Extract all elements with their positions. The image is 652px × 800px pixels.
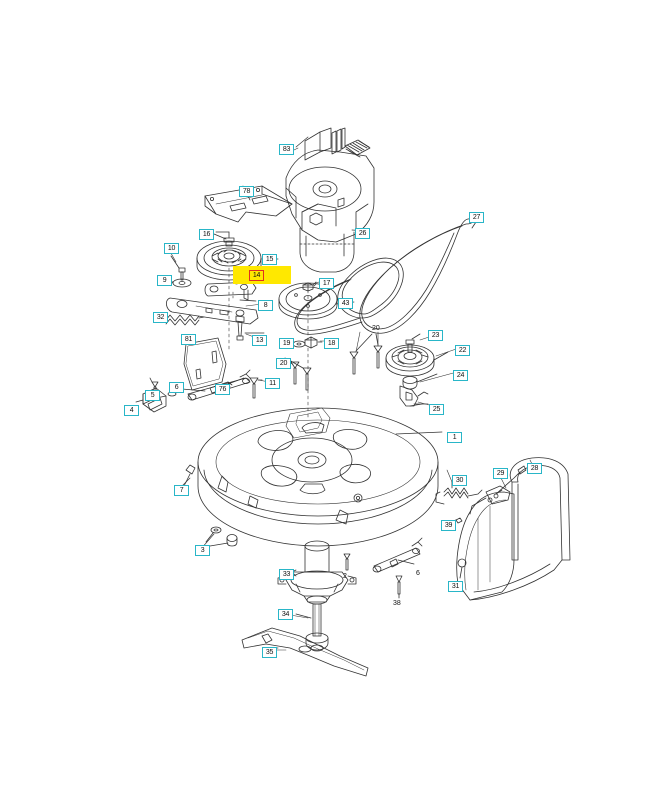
discharge-chute-group — [435, 457, 571, 601]
callout-17-nut[interactable]: 17 — [319, 278, 334, 289]
callout-29-hinge-rod[interactable]: 29 — [493, 468, 508, 479]
callout-30-torsion-spring[interactable]: 30 — [452, 475, 467, 486]
lower-rod-group — [372, 537, 423, 599]
callout-8-spacer[interactable]: 8 — [258, 300, 273, 311]
callout-33-spindle-housing[interactable]: 33 — [279, 569, 294, 580]
callout-13-shoulder-bolt[interactable]: 13 — [252, 335, 267, 346]
callout-4-bracket[interactable]: 4 — [124, 405, 139, 416]
callout-3-washer[interactable]: 3 — [195, 545, 210, 556]
callout-10-bolt[interactable]: 10 — [164, 243, 179, 254]
callout-25-bracket[interactable]: 25 — [429, 404, 444, 415]
plain-label-38: 38 — [393, 600, 401, 607]
callout-22-mandrel-pulley[interactable]: 22 — [455, 345, 470, 356]
callout-43-deck-pulley[interactable]: 43 — [338, 298, 353, 309]
callout-9-washer[interactable]: 9 — [157, 275, 172, 286]
callout-14-idler-arm-stop[interactable]: 14 — [249, 270, 264, 281]
fasteners-group — [249, 333, 383, 421]
callout-15-idler-pulley[interactable]: 15 — [262, 254, 277, 265]
lift-linkage-group — [135, 369, 251, 413]
callout-83-control-panel-assembly[interactable]: 83 — [279, 144, 294, 155]
deck-hardware-group — [183, 464, 238, 547]
shield-plate-group — [183, 337, 227, 391]
callout-5-bolt[interactable]: 5 — [145, 390, 160, 401]
callout-78-baffle-plate[interactable]: 78 — [239, 186, 254, 197]
callout-11-bolt[interactable]: 11 — [265, 378, 280, 389]
spindle-group — [241, 540, 369, 677]
callout-34-spindle-shaft[interactable]: 34 — [278, 609, 293, 620]
mandrel-pulley-group — [385, 333, 449, 407]
mower-deck-group — [197, 407, 443, 547]
callout-20-carriage-bolt[interactable]: 20 — [276, 358, 291, 369]
callout-1-mower-deck[interactable]: 1 — [447, 432, 462, 443]
callout-28-discharge-chute-frame[interactable]: 28 — [527, 463, 542, 474]
callout-26-housing-cover[interactable]: 26 — [355, 228, 370, 239]
callout-19-lock-washer[interactable]: 19 — [279, 338, 294, 349]
plain-label-6: 6 — [416, 570, 420, 577]
callout-16-pulley-cap[interactable]: 16 — [199, 229, 214, 240]
plain-label-2: 2 — [343, 573, 347, 580]
callout-27-drive-belt[interactable]: 27 — [469, 212, 484, 223]
callout-6-lift-link[interactable]: 6 — [169, 382, 184, 393]
callout-32-extension-spring[interactable]: 32 — [153, 312, 168, 323]
callout-39-pin[interactable]: 39 — [441, 520, 456, 531]
callout-7-bolt[interactable]: 7 — [174, 485, 189, 496]
callout-24-pulley-nut[interactable]: 24 — [453, 370, 468, 381]
plain-label-20: 20 — [372, 325, 380, 332]
upper-housing-group — [204, 127, 375, 273]
callout-76-link-rod[interactable]: 76 — [215, 384, 230, 395]
callout-81-shield-plate[interactable]: 81 — [181, 334, 196, 345]
callout-23-bolt[interactable]: 23 — [428, 330, 443, 341]
callout-18-hex-nut[interactable]: 18 — [324, 338, 339, 349]
callout-35-mower-blade[interactable]: 35 — [262, 647, 277, 658]
callout-31-discharge-deflector[interactable]: 31 — [448, 581, 463, 592]
